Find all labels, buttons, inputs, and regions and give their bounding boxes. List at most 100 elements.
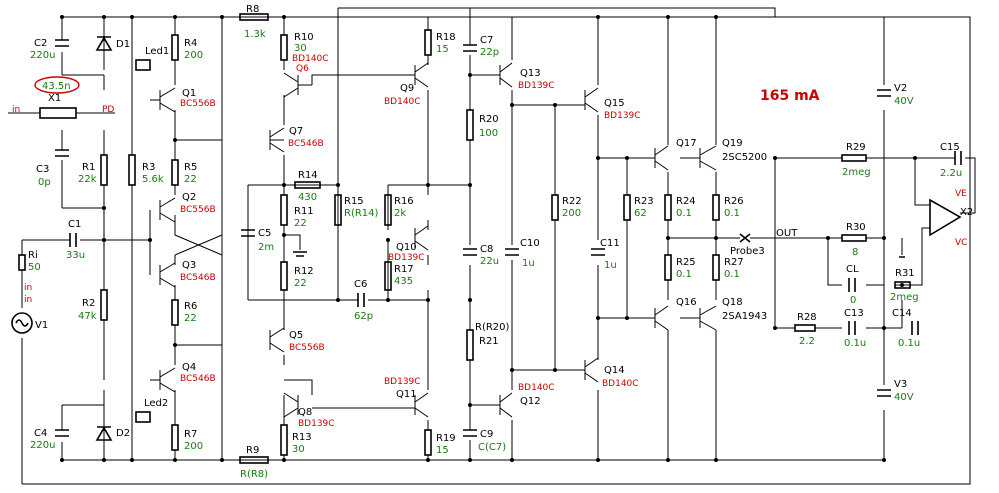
cap-name: C9 [480,429,493,440]
resistor-name: R13 [292,432,312,443]
resistor-name: R1 [82,162,95,173]
transistor-name: Q14 [604,365,625,376]
labels: 165 mA C2 220u D1 43.5n X1 in PD C3 0p R… [12,4,973,480]
resistor-name: R3 [142,162,155,173]
resistor-value: 2k [394,208,406,219]
crystal-value-highlight [34,76,80,94]
resistor-value: 200 [184,50,203,61]
transistor-name: Q13 [520,68,541,79]
source-node-label: in [24,283,32,293]
resistor-name: R8 [246,4,259,15]
resistor-value: 22 [184,313,197,324]
resistor-name: R26 [724,196,744,207]
cap-name: C7 [480,35,493,46]
transistor-type: BC546B [180,374,216,384]
power-name: V2 [894,83,907,94]
resistor-name: R21 [479,336,499,347]
resistor-name: R6 [184,301,197,312]
transistor-type: BD139C [388,253,425,263]
resistor-name: R31 [895,268,915,279]
resistor-value: 0.1 [676,208,692,219]
resistor-name: R10 [294,32,314,43]
diode-name: D2 [116,428,130,439]
transistor-name: Q5 [289,330,303,341]
resistor-value: 8 [852,247,858,258]
cap-name: C4 [34,428,47,439]
transistor-name: Q6 [296,64,309,74]
cap-value: 1u [522,258,535,269]
cap-value: 62p [354,311,373,322]
resistor-name: R17 [394,264,414,275]
cap-name: C14 [892,308,912,319]
current-readout: 165 mA [760,88,820,104]
source-resistor-value: 50 [28,262,41,273]
cap-name: C2 [34,38,47,49]
power-value: 40V [894,392,914,403]
diode-name: D1 [116,39,130,50]
transistor-type: BC556B [180,99,216,109]
resistor-name: R(R20) [475,322,510,333]
component-shapes [11,13,962,464]
transistor-name: Q9 [400,83,414,94]
cap-value: 0 [850,295,856,306]
resistor-name: R18 [436,32,456,43]
power-value: 40V [894,96,914,107]
led-name: Led2 [144,398,168,409]
cap-value: 0.1u [898,338,920,349]
led-name: Led1 [145,46,169,57]
transistor-name: Q3 [182,260,196,271]
cap-name: C11 [600,238,620,249]
transistor-name: Q7 [289,126,303,137]
resistor-value: 22k [78,174,97,185]
opamp-pin: VC [955,238,967,248]
resistor-name: R5 [184,162,197,173]
transistor-type: BD139C [604,111,641,121]
resistor-name: R12 [294,266,314,277]
resistor-name: R2 [82,298,95,309]
resistor-value: 22 [294,218,307,229]
transistor-type: BC556B [180,205,216,215]
transistor-type: 2SA1943 [722,311,767,322]
transistor-type: BC556B [289,343,325,353]
transistor-type: BD139C [384,377,421,387]
resistor-value: R(R8) [240,469,268,480]
resistor-value: 2meg [842,167,871,178]
transistor-name: Q12 [520,396,541,407]
transistor-name: Q17 [676,138,697,149]
resistor-value: R(R14) [344,208,379,219]
resistor-name: R29 [846,142,866,153]
transistor-type: BD139C [518,81,555,91]
cap-value: 22u [480,256,499,267]
resistor-value: 15 [436,445,449,456]
transistor-type: BD140C [518,383,555,393]
resistor-value: 0.1 [724,208,740,219]
resistor-name: R24 [676,196,696,207]
transistor-name: Q11 [396,389,417,400]
source-name: V1 [35,320,48,331]
opamp-name: X2 [960,207,973,218]
resistor-value: 22 [294,278,307,289]
transistor-name: Q4 [182,362,196,373]
resistor-value: 200 [184,441,203,452]
transistor-type: BD139C [298,419,335,429]
transistor-name: Q8 [298,407,312,418]
resistor-value: 5.6k [142,174,164,185]
transistor-name: Q10 [396,242,417,253]
wires [8,7,976,485]
cap-name: C1 [68,219,81,230]
transistor-name: Q16 [676,297,697,308]
crystal-value: 43.5n [42,81,71,92]
resistor-value: 435 [394,276,413,287]
transistor-name: Q15 [604,98,625,109]
transistor-name: Q19 [722,138,743,149]
resistor-value: 100 [479,128,498,139]
cap-name: C15 [940,142,960,153]
resistor-name: R19 [436,433,456,444]
resistor-name: R15 [344,196,364,207]
transistor-type: 2SC5200 [722,152,767,163]
resistor-value: 200 [562,208,581,219]
cap-name: C13 [844,308,864,319]
resistor-name: R11 [294,206,314,217]
resistor-name: R9 [246,445,259,456]
